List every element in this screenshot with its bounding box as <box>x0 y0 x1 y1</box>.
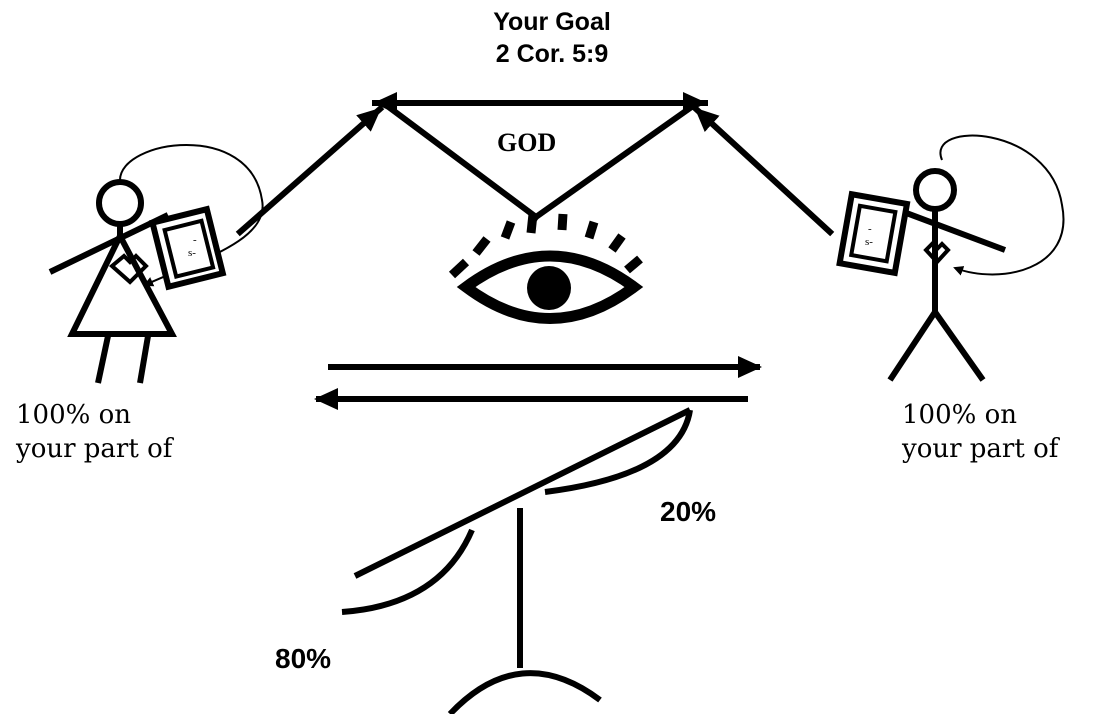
right-book-mark2: s- <box>865 236 873 248</box>
book-icon-right <box>840 194 907 273</box>
woman-figure <box>50 145 263 383</box>
low-percent-label: 80% <box>275 643 331 675</box>
left-caption-line2: your part of <box>16 432 172 466</box>
left-book-mark2: s- <box>188 247 196 259</box>
right-book-mark1: - <box>868 223 872 235</box>
left-book-mark1: - <box>193 234 197 246</box>
exchange-arrows <box>316 367 760 399</box>
man-loop <box>940 136 1063 275</box>
high-percent-label: 20% <box>660 496 716 528</box>
triangle-left-edge <box>390 108 536 217</box>
seesaw-scale <box>342 410 690 714</box>
seesaw-base <box>450 673 600 714</box>
eye-icon <box>452 214 640 319</box>
man-figure <box>840 136 1064 380</box>
right-arrow-to-goal <box>696 109 830 232</box>
god-label: GOD <box>497 128 556 158</box>
left-caption-line1: 100% on <box>16 398 131 432</box>
goal-triangle <box>240 103 830 232</box>
right-caption-line1: 100% on <box>902 398 1017 432</box>
woman-head <box>99 182 141 224</box>
triangle-right-edge <box>536 108 690 217</box>
right-caption-line2: your part of <box>902 432 1058 466</box>
man-head <box>916 171 954 209</box>
